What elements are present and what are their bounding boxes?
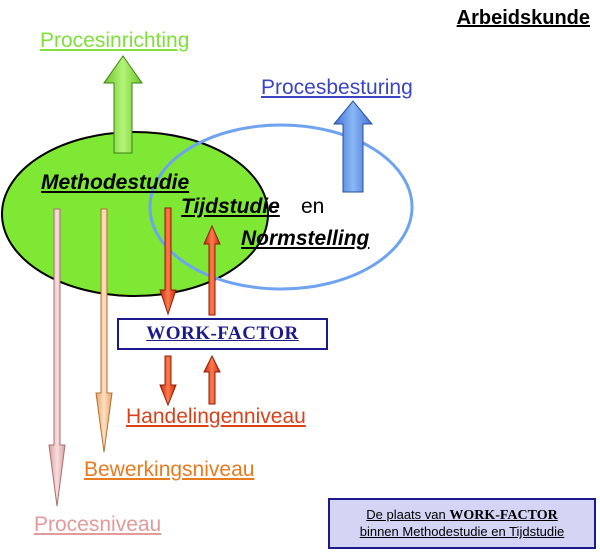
procesinrichting-label: Procesinrichting (40, 29, 190, 52)
methodestudie-label: Methodestudie (41, 171, 190, 194)
procesbesturing-label: Procesbesturing (261, 76, 413, 99)
procesniveau-label: Procesniveau (34, 513, 162, 536)
procesbesturing-arrow (332, 100, 374, 193)
tijdstudie-to-workfactor-arrow (159, 207, 177, 316)
workfactor-to-tijdstudie-arrow (203, 224, 221, 316)
work-factor-box: WORK-FACTOR (117, 318, 328, 350)
caption-line-1: De plaats van WORK-FACTOR (366, 507, 557, 525)
caption-emphasis: WORK-FACTOR (449, 507, 558, 523)
work-factor-label: WORK-FACTOR (146, 323, 299, 344)
handelingenniveau-label: Handelingenniveau (126, 405, 306, 428)
handeling-to-workfactor-arrow (203, 354, 221, 405)
en-connector-label: en (301, 195, 325, 218)
caption-prefix: De plaats van (366, 506, 450, 522)
methodestudie-ellipse (1, 131, 269, 297)
tijdstudie-ellipse (148, 123, 414, 291)
bewerkingsniveau-arrow (95, 208, 113, 453)
caption-line-2: binnen Methodestudie en Tijdstudie (359, 524, 565, 540)
page-title: Arbeidskunde (456, 7, 590, 29)
bewerkingsniveau-label: Bewerkingsniveau (84, 458, 255, 481)
tijdstudie-label: Tijdstudie (181, 195, 280, 218)
procesinrichting-arrow (103, 55, 143, 154)
caption-box: De plaats van WORK-FACTOR binnen Methode… (328, 498, 596, 549)
normstelling-label: Normstelling (241, 227, 370, 250)
workfactor-to-handeling-arrow (159, 355, 177, 407)
procesniveau-arrow (48, 208, 66, 507)
